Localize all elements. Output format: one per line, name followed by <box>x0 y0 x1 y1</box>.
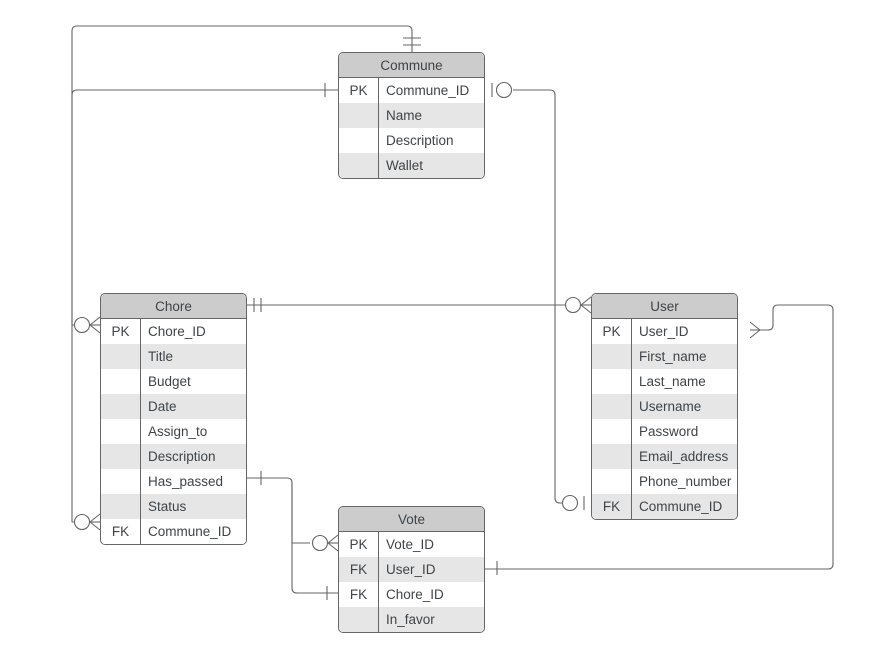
attribute-key <box>101 394 141 419</box>
attribute-name: Commune_ID <box>148 524 232 539</box>
attribute-key <box>339 128 379 153</box>
attribute-name: Vote_ID <box>386 537 435 552</box>
attribute-name: Title <box>148 349 174 364</box>
attribute-key <box>592 344 632 369</box>
attribute-key <box>592 469 632 494</box>
attribute-row[interactable]: Name <box>339 103 484 128</box>
attribute-row[interactable]: Title <box>101 344 246 369</box>
attribute-name: In_favor <box>386 612 435 627</box>
attribute-name: User_ID <box>639 324 689 339</box>
attribute-row[interactable]: PK User_ID <box>592 319 737 344</box>
entity-title-vote: Vote <box>339 507 484 532</box>
attribute-name: Email_address <box>639 449 729 464</box>
marker-zero-or-many-vote-pk <box>311 534 339 552</box>
marker-zero-or-one-user-fk <box>561 494 585 512</box>
attribute-row[interactable]: Has_passed <box>101 469 246 494</box>
attribute-row[interactable]: Description <box>339 128 484 153</box>
attribute-key <box>592 444 632 469</box>
attribute-name: Description <box>386 133 454 148</box>
attribute-key <box>101 469 141 494</box>
attribute-name: Password <box>639 424 699 439</box>
attribute-row[interactable]: Assign_to <box>101 419 246 444</box>
attribute-row[interactable]: FK User_ID <box>339 557 484 582</box>
attribute-name: Assign_to <box>148 424 208 439</box>
entity-title-user: User <box>592 294 737 319</box>
attribute-key: PK <box>339 532 379 557</box>
attribute-key <box>101 369 141 394</box>
attribute-name: Description <box>148 449 216 464</box>
attribute-name: Chore_ID <box>386 587 444 602</box>
attribute-name: First_name <box>639 349 707 364</box>
marker-zero-or-many-user-left <box>564 296 592 314</box>
marker-one-and-only-one-commune-top <box>403 37 421 46</box>
attribute-key <box>101 344 141 369</box>
attribute-row[interactable]: Username <box>592 394 737 419</box>
entity-title-commune: Commune <box>339 53 484 78</box>
attribute-row[interactable]: In_favor <box>339 607 484 632</box>
attribute-name: Has_passed <box>148 474 224 489</box>
attribute-row[interactable]: Last_name <box>592 369 737 394</box>
attribute-row[interactable]: PK Commune_ID <box>339 78 484 103</box>
attribute-key: FK <box>101 519 141 544</box>
attribute-row[interactable]: FK Commune_ID <box>592 494 737 519</box>
attribute-key: PK <box>339 78 379 103</box>
marker-zero-or-many-chore-pk <box>73 316 101 334</box>
attribute-key <box>339 153 379 178</box>
attribute-row[interactable]: FK Commune_ID <box>101 519 246 544</box>
attribute-name: Commune_ID <box>639 499 723 514</box>
attribute-row[interactable]: PK Chore_ID <box>101 319 246 344</box>
attribute-key: PK <box>592 319 632 344</box>
attribute-row[interactable]: First_name <box>592 344 737 369</box>
edge-commune-user <box>513 89 568 504</box>
edge-chore-vote <box>247 477 338 594</box>
attribute-key <box>592 419 632 444</box>
entity-title-chore: Chore <box>101 294 246 319</box>
marker-many-user-right <box>749 321 761 339</box>
attribute-row[interactable]: PK Vote_ID <box>339 532 484 557</box>
attribute-key <box>592 394 632 419</box>
attribute-row[interactable]: Wallet <box>339 153 484 178</box>
attribute-row[interactable]: Budget <box>101 369 246 394</box>
attribute-name: Date <box>148 399 177 414</box>
attribute-name: Budget <box>148 374 191 389</box>
attribute-key <box>101 419 141 444</box>
marker-zero-or-many-chore-fk <box>73 513 101 531</box>
attribute-key <box>101 494 141 519</box>
attribute-key <box>339 607 379 632</box>
attribute-row[interactable]: FK Chore_ID <box>339 582 484 607</box>
marker-zero-or-one-commune-right <box>491 81 513 99</box>
attribute-name: Status <box>148 499 187 514</box>
marker-one-and-only-one-chore-right <box>253 298 262 312</box>
attribute-key <box>339 103 379 128</box>
attribute-row[interactable]: Date <box>101 394 246 419</box>
attribute-key <box>101 444 141 469</box>
attribute-key: FK <box>339 557 379 582</box>
attribute-row[interactable]: Status <box>101 494 246 519</box>
attribute-name: Phone_number <box>639 474 732 489</box>
attribute-row[interactable]: Phone_number <box>592 469 737 494</box>
attribute-name: Wallet <box>386 158 424 173</box>
attribute-name: Commune_ID <box>386 83 470 98</box>
attribute-name: Last_name <box>639 374 706 389</box>
edge-vote-chore-link <box>291 483 310 544</box>
attribute-key: PK <box>101 319 141 344</box>
attribute-key: FK <box>592 494 632 519</box>
attribute-key <box>592 369 632 394</box>
attribute-row[interactable]: Description <box>101 444 246 469</box>
attribute-name: Chore_ID <box>148 324 206 339</box>
attribute-name: Username <box>639 399 702 414</box>
attribute-key: FK <box>339 582 379 607</box>
attribute-name: Name <box>386 108 423 123</box>
attribute-name: User_ID <box>386 562 436 577</box>
attribute-row[interactable]: Password <box>592 419 737 444</box>
attribute-row[interactable]: Email_address <box>592 444 737 469</box>
